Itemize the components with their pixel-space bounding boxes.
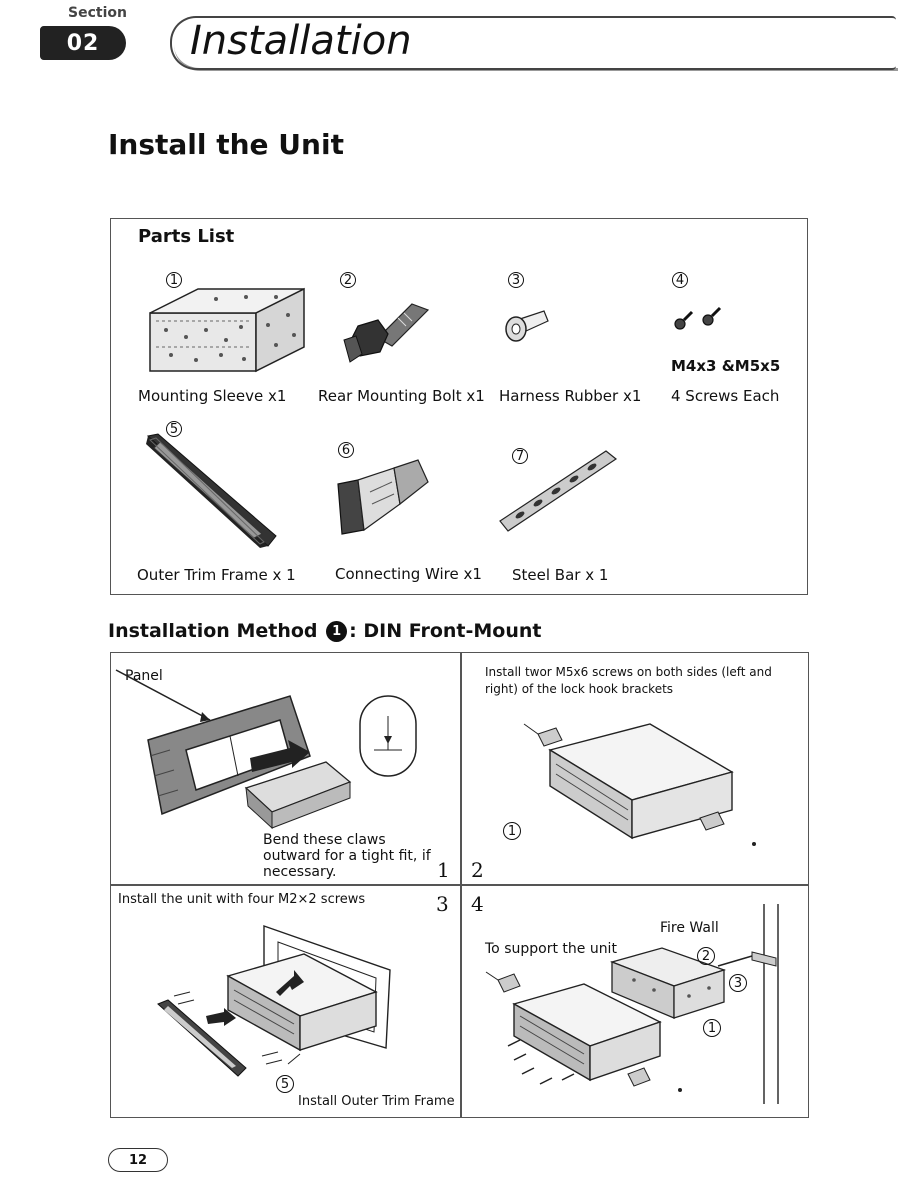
parts-list-box	[110, 218, 808, 595]
step3-illustration	[157, 925, 391, 1077]
screws-illustration	[674, 306, 722, 330]
part-label-6: Connecting Wire x1	[335, 565, 482, 583]
step1-number: 1	[437, 858, 450, 882]
connecting-wire-illustration	[337, 459, 429, 535]
header-frame	[170, 16, 896, 70]
step3-note: Install the unit with four M2×2 screws	[118, 892, 366, 907]
part-number-6: 6	[338, 442, 354, 458]
harness-rubber-illustration	[505, 310, 549, 342]
part-number-1: 1	[166, 272, 182, 288]
part-number-4: 4	[672, 272, 688, 288]
step4-callout-3: 3	[729, 974, 747, 992]
step4-number: 4	[471, 892, 484, 916]
outer-trim-frame-illustration	[146, 433, 277, 548]
part-label-4-line1: M4x3 &M5x5	[671, 357, 781, 375]
parts-list-heading: Parts List	[138, 226, 235, 247]
step4-callout-2: 2	[697, 947, 715, 965]
method-heading: Installation Method 1: DIN Front-Mount	[108, 620, 542, 642]
page-title: Install the Unit	[108, 128, 344, 161]
section-label: Section	[68, 5, 127, 21]
rear-mounting-bolt-illustration	[343, 303, 430, 363]
part-label-4-line2: 4 Screws Each	[671, 387, 780, 405]
step2-callout: 1	[503, 822, 521, 840]
step2-illustration	[523, 723, 756, 846]
step1-illustration	[115, 669, 417, 830]
chapter-title: Installation	[190, 18, 412, 64]
method-heading-suffix: : DIN Front-Mount	[349, 620, 542, 642]
section-number-badge: 02	[40, 26, 126, 60]
step4-callout-1: 1	[703, 1019, 721, 1037]
method-number-badge: 1	[326, 621, 348, 642]
steel-bar-illustration	[499, 450, 618, 532]
steps-divider-horizontal	[110, 884, 809, 886]
part-label-3: Harness Rubber x1	[499, 387, 642, 405]
part-number-7: 7	[512, 448, 528, 464]
part-number-3: 3	[508, 272, 524, 288]
step2-note: Install twor M5x6 screws on both sides (…	[485, 665, 772, 696]
part-label-2: Rear Mounting Bolt x1	[318, 387, 485, 405]
part-label-5: Outer Trim Frame x 1	[137, 566, 296, 584]
step3-caption: Install Outer Trim Frame	[298, 1094, 455, 1109]
step4-illustration	[485, 904, 779, 1104]
part-number-2: 2	[340, 272, 356, 288]
step4-fire-wall: Fire Wall	[660, 920, 719, 936]
step1-note: Bend these claws outward for a tight fit…	[263, 832, 431, 880]
method-heading-prefix: Installation Method	[108, 620, 318, 642]
page-number: 12	[108, 1148, 168, 1172]
step2-number: 2	[471, 858, 484, 882]
part-label-1: Mounting Sleeve x1	[138, 387, 287, 405]
step4-support-note: To support the unit	[485, 941, 617, 957]
mounting-sleeve-illustration	[149, 287, 305, 373]
step3-number: 3	[436, 892, 449, 916]
part-number-5: 5	[166, 421, 182, 437]
part-label-7: Steel Bar x 1	[512, 566, 609, 584]
step3-callout: 5	[276, 1075, 294, 1093]
